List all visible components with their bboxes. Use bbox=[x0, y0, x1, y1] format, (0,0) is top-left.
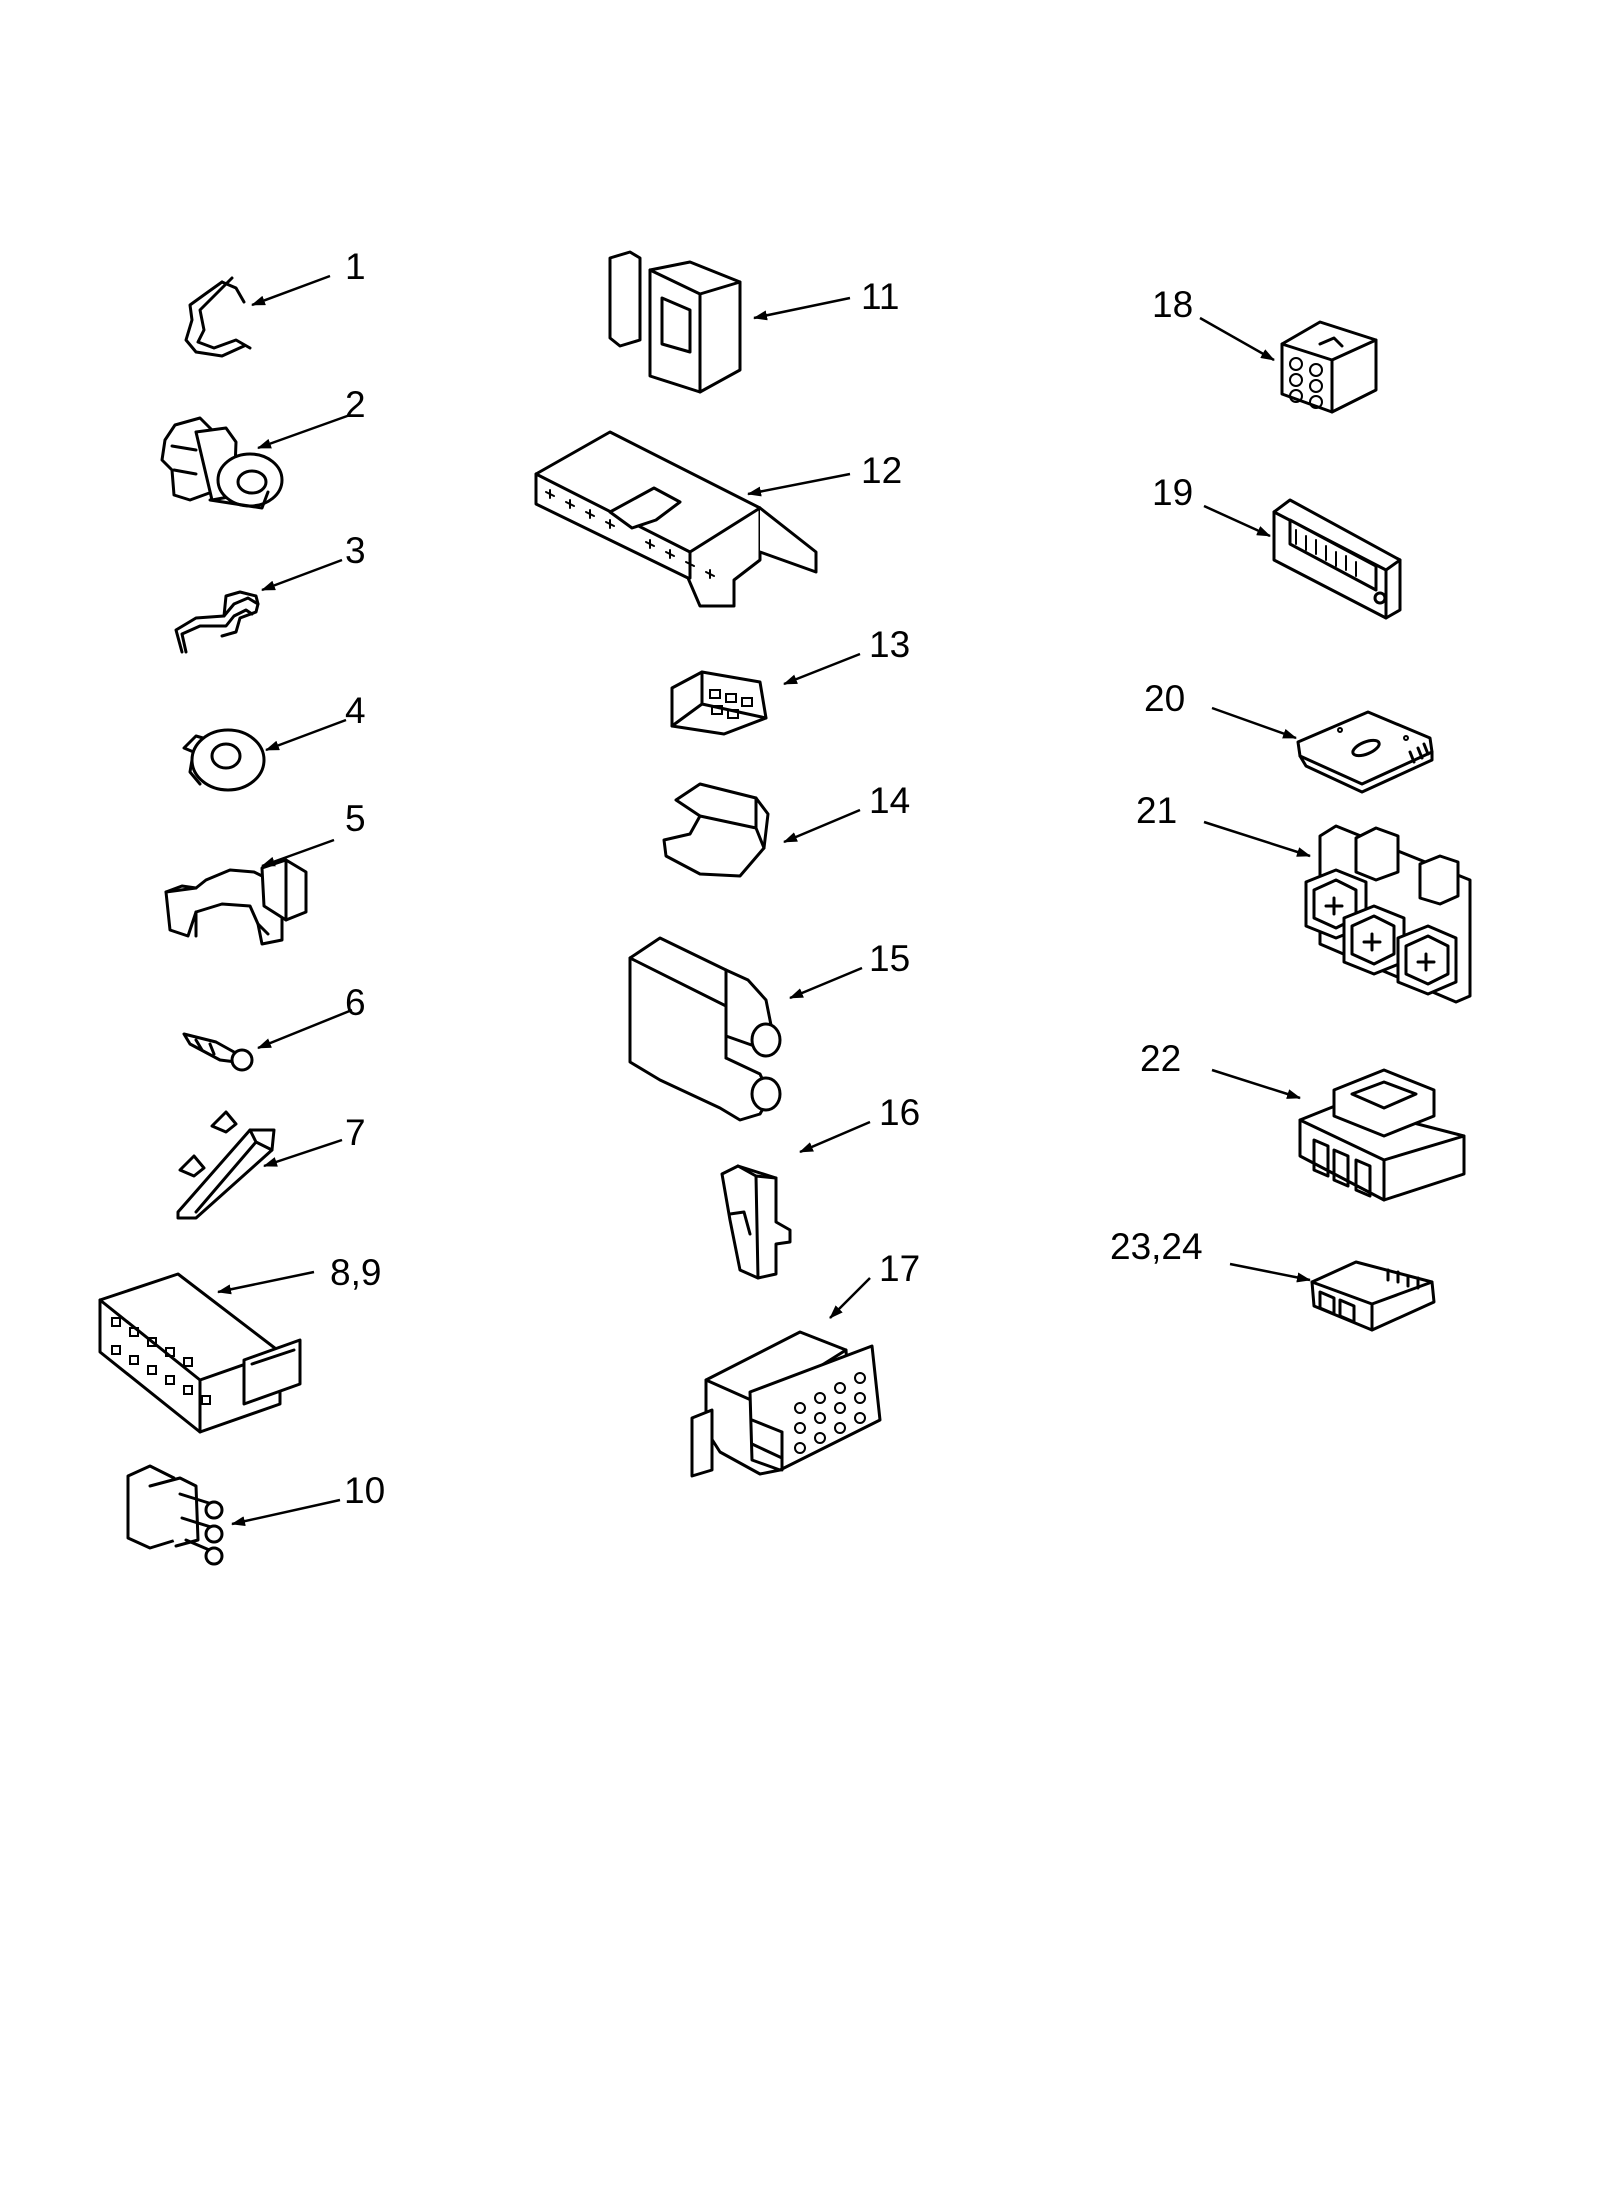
leader-14 bbox=[783, 808, 861, 844]
part-14-drawing bbox=[662, 782, 861, 878]
part-4-drawing bbox=[182, 718, 347, 792]
callout-6: 6 bbox=[345, 982, 366, 1023]
part-17-drawing bbox=[690, 1277, 882, 1478]
callout-10: 10 bbox=[344, 1470, 386, 1511]
part-11-drawing bbox=[608, 250, 851, 394]
callout-8-9: 8,9 bbox=[330, 1252, 382, 1293]
part-21-drawing bbox=[1203, 820, 1472, 1004]
callout-1: 1 bbox=[345, 246, 366, 287]
leader-17 bbox=[829, 1277, 871, 1319]
callout-16: 16 bbox=[879, 1092, 921, 1133]
leader-21 bbox=[1203, 820, 1311, 858]
leader-23-24 bbox=[1229, 1262, 1311, 1283]
leader-11 bbox=[753, 296, 851, 321]
leader-19 bbox=[1203, 504, 1271, 538]
leader-5 bbox=[261, 838, 335, 868]
part-5-drawing bbox=[164, 838, 335, 946]
leader-8-9 bbox=[217, 1270, 315, 1295]
part-15-drawing bbox=[628, 936, 863, 1122]
leader-6 bbox=[257, 1008, 353, 1050]
part-3-drawing bbox=[174, 558, 343, 654]
callout-19: 19 bbox=[1152, 472, 1194, 513]
part-16-drawing bbox=[720, 1120, 871, 1280]
leader-16 bbox=[799, 1120, 871, 1154]
part-1-drawing bbox=[184, 274, 331, 358]
part-2-drawing bbox=[160, 413, 351, 510]
leader-15 bbox=[789, 966, 863, 1000]
part-10-drawing bbox=[126, 1464, 341, 1566]
part-19-drawing bbox=[1203, 498, 1402, 620]
callout-20: 20 bbox=[1144, 678, 1186, 719]
leader-10 bbox=[231, 1498, 341, 1527]
callout-12: 12 bbox=[861, 450, 903, 491]
callout-7: 7 bbox=[345, 1112, 366, 1153]
callout-3: 3 bbox=[345, 530, 366, 571]
leader-2 bbox=[257, 413, 351, 450]
callout-13: 13 bbox=[869, 624, 911, 665]
callout-18: 18 bbox=[1152, 284, 1194, 325]
part-6-drawing bbox=[182, 1008, 353, 1072]
callout-22: 22 bbox=[1140, 1038, 1182, 1079]
callout-17: 17 bbox=[879, 1248, 921, 1289]
part-12-drawing bbox=[534, 430, 851, 608]
callout-14: 14 bbox=[869, 780, 911, 821]
callout-5: 5 bbox=[345, 798, 366, 839]
part-20-drawing bbox=[1211, 706, 1434, 794]
callout-21: 21 bbox=[1136, 790, 1178, 831]
leader-12 bbox=[747, 472, 851, 497]
leader-20 bbox=[1211, 706, 1297, 740]
leader-7 bbox=[263, 1138, 343, 1168]
part-7-drawing bbox=[176, 1110, 343, 1220]
leader-13 bbox=[783, 652, 861, 686]
part-22-drawing bbox=[1211, 1068, 1466, 1202]
part-13-drawing bbox=[670, 652, 861, 736]
callout-11: 11 bbox=[861, 276, 900, 317]
callout-2: 2 bbox=[345, 384, 366, 425]
leader-4 bbox=[265, 718, 347, 752]
part-8-9-drawing bbox=[98, 1270, 315, 1434]
callout-4: 4 bbox=[345, 690, 366, 731]
part-18-drawing bbox=[1199, 316, 1378, 414]
callout-23-24: 23,24 bbox=[1110, 1226, 1203, 1267]
part-23-24-drawing bbox=[1229, 1260, 1436, 1332]
leader-18 bbox=[1199, 316, 1275, 362]
callout-15: 15 bbox=[869, 938, 911, 979]
leader-1 bbox=[251, 274, 331, 307]
leader-22 bbox=[1211, 1068, 1301, 1100]
leader-3 bbox=[261, 558, 343, 592]
